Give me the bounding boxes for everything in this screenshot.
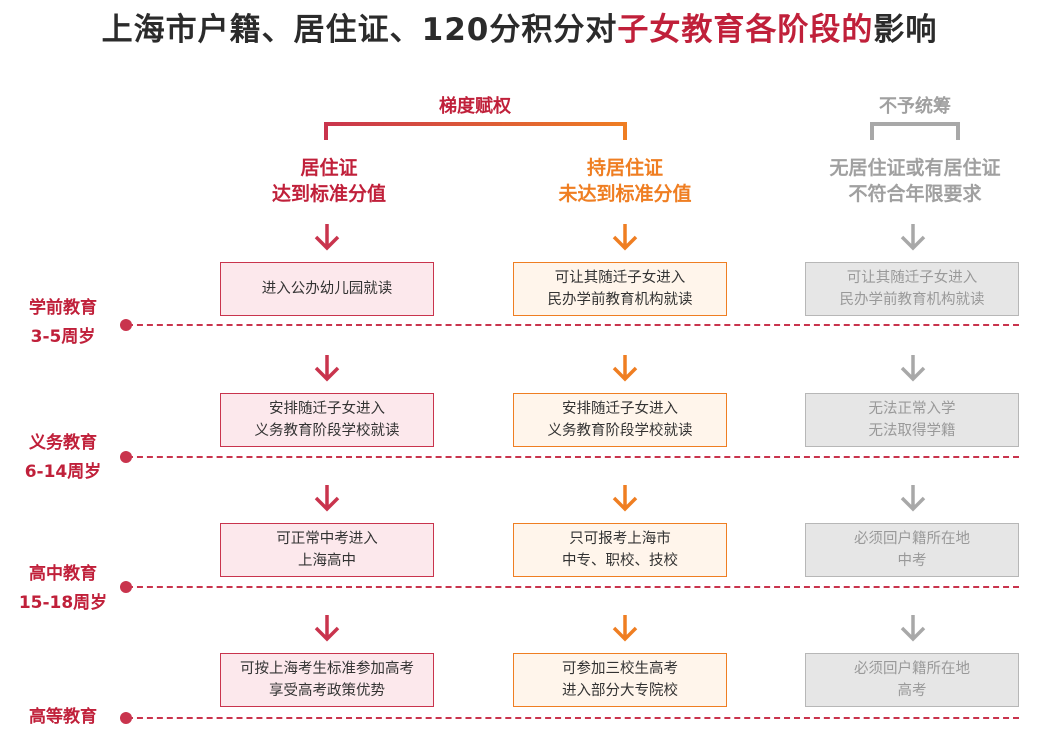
- cell-text: 必须回户籍所在地: [854, 661, 970, 677]
- cell-text: 可让其随迁子女进入: [554, 270, 686, 286]
- timeline-dot: [120, 581, 132, 593]
- cell-compulsory-col2: 安排随迁子女进入 义务教育阶段学校就读: [513, 393, 727, 447]
- stage-divider: [127, 324, 1019, 326]
- arrow-down-icon: [612, 224, 638, 251]
- bracket-no-coordination: [870, 122, 960, 140]
- column-head-1: 居住证 达到标准分值: [226, 155, 432, 207]
- cell-text: 无法取得学籍: [868, 423, 956, 439]
- stage-age: 6-14周岁: [24, 462, 102, 482]
- stage-label-higher: 高等教育: [8, 703, 118, 732]
- arrow-down-icon: [314, 355, 340, 382]
- cell-text: 进入公办幼儿园就读: [261, 281, 393, 297]
- cell-text: 必须回户籍所在地: [854, 531, 970, 547]
- cell-text: 可让其随迁子女进入: [846, 270, 978, 286]
- cell-text: 无法正常入学: [868, 401, 956, 417]
- column-head-3-line1: 无居住证或有居住证: [829, 157, 1001, 179]
- timeline-dot: [120, 712, 132, 724]
- cell-highschool-col2: 只可报考上海市 中专、职校、技校: [513, 523, 727, 577]
- cell-higher-col3: 必须回户籍所在地 高考: [805, 653, 1019, 707]
- stage-label-preschool: 学前教育 3-5周岁: [8, 294, 118, 352]
- cell-compulsory-col3: 无法正常入学 无法取得学籍: [805, 393, 1019, 447]
- stage-name: 义务教育: [29, 433, 97, 453]
- cell-text: 民办学前教育机构就读: [547, 292, 693, 308]
- group-label-no-coordination: 不予统筹: [879, 96, 951, 117]
- stage-label-compulsory: 义务教育 6-14周岁: [8, 429, 118, 487]
- arrow-down-icon: [612, 615, 638, 642]
- column-head-1-line1: 居住证: [300, 157, 358, 179]
- cell-text: 中考: [897, 553, 927, 569]
- column-head-3: 无居住证或有居住证 不符合年限要求: [800, 155, 1030, 207]
- stage-divider: [127, 586, 1019, 588]
- arrow-down-icon: [612, 485, 638, 512]
- cell-preschool-col3: 可让其随迁子女进入 民办学前教育机构就读: [805, 262, 1019, 316]
- cell-preschool-col1: 进入公办幼儿园就读: [220, 262, 434, 316]
- arrow-down-icon: [900, 355, 926, 382]
- cell-text: 进入部分大专院校: [562, 683, 678, 699]
- title-part2: 影响: [873, 12, 938, 48]
- stage-age: 3-5周岁: [30, 327, 96, 347]
- timeline-dot: [120, 319, 132, 331]
- stage-divider: [127, 456, 1019, 458]
- bracket-gradient-top-gradient: [324, 122, 627, 126]
- arrow-down-icon: [900, 615, 926, 642]
- cell-text: 可正常中考进入: [276, 531, 378, 547]
- cell-highschool-col3: 必须回户籍所在地 中考: [805, 523, 1019, 577]
- column-head-2-line2: 未达到标准分值: [558, 183, 692, 205]
- title-part1: 上海市户籍、居住证、120分积分对: [101, 12, 618, 48]
- cell-compulsory-col1: 安排随迁子女进入 义务教育阶段学校就读: [220, 393, 434, 447]
- cell-text: 可按上海考生标准参加高考: [240, 661, 414, 677]
- cell-higher-col2: 可参加三校生高考 进入部分大专院校: [513, 653, 727, 707]
- arrow-down-icon: [612, 355, 638, 382]
- arrow-down-icon: [900, 485, 926, 512]
- arrow-down-icon: [314, 615, 340, 642]
- group-label-gradient: 梯度赋权: [439, 96, 511, 117]
- arrow-down-icon: [314, 224, 340, 251]
- cell-text: 义务教育阶段学校就读: [547, 423, 693, 439]
- cell-text: 安排随迁子女进入: [562, 401, 678, 417]
- stage-age: 15-18周岁: [18, 593, 108, 613]
- cell-highschool-col1: 可正常中考进入 上海高中: [220, 523, 434, 577]
- stage-divider: [127, 717, 1019, 719]
- column-head-2-line1: 持居住证: [586, 157, 663, 179]
- column-head-3-line2: 不符合年限要求: [848, 183, 982, 205]
- stage-name: 学前教育: [29, 298, 97, 318]
- timeline-dot: [120, 451, 132, 463]
- stage-name: 高中教育: [29, 564, 97, 584]
- cell-preschool-col2: 可让其随迁子女进入 民办学前教育机构就读: [513, 262, 727, 316]
- cell-text: 享受高考政策优势: [269, 683, 385, 699]
- cell-text: 民办学前教育机构就读: [839, 292, 985, 308]
- cell-text: 可参加三校生高考: [562, 661, 678, 677]
- cell-text: 安排随迁子女进入: [269, 401, 385, 417]
- cell-text: 只可报考上海市: [569, 531, 671, 547]
- stage-label-highschool: 高中教育 15-18周岁: [8, 560, 118, 618]
- cell-text: 中专、职校、技校: [562, 553, 678, 569]
- title-highlight: 子女教育各阶段的: [617, 12, 874, 48]
- column-head-2: 持居住证 未达到标准分值: [510, 155, 740, 207]
- stage-name: 高等教育: [29, 707, 97, 727]
- cell-text: 上海高中: [298, 553, 356, 569]
- cell-text: 义务教育阶段学校就读: [254, 423, 400, 439]
- column-head-1-line2: 达到标准分值: [271, 183, 386, 205]
- page-title: 上海市户籍、居住证、120分积分对子女教育各阶段的影响: [0, 4, 1039, 49]
- cell-text: 高考: [897, 683, 927, 699]
- arrow-down-icon: [314, 485, 340, 512]
- cell-higher-col1: 可按上海考生标准参加高考 享受高考政策优势: [220, 653, 434, 707]
- arrow-down-icon: [900, 224, 926, 251]
